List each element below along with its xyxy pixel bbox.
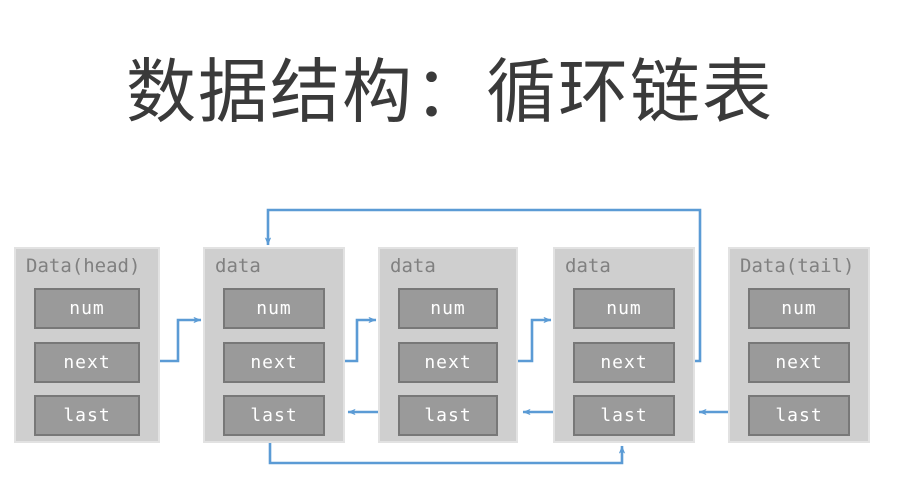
arrow-next-2-to-3: [343, 316, 377, 363]
node-label: data: [565, 255, 611, 277]
arrow-next-head-to-2: [158, 316, 202, 363]
node-field-next[interactable]: next: [398, 342, 498, 383]
node-label: Data(head): [26, 255, 141, 277]
arrow-next-3-to-4: [516, 316, 552, 363]
node-field-last[interactable]: last: [34, 395, 140, 436]
node-field-last[interactable]: last: [748, 395, 850, 436]
arrow-next-4-to-2-loop: [264, 208, 702, 363]
list-node-head[interactable]: Data(head) num next last: [14, 247, 160, 443]
node-label: data: [215, 255, 261, 277]
node-field-num[interactable]: num: [573, 288, 675, 329]
node-field-next[interactable]: next: [223, 342, 325, 383]
node-field-num[interactable]: num: [748, 288, 850, 329]
node-field-num[interactable]: num: [398, 288, 498, 329]
node-field-next[interactable]: next: [34, 342, 140, 383]
list-node-2[interactable]: data num next last: [203, 247, 345, 443]
node-field-next[interactable]: next: [748, 342, 850, 383]
node-field-last[interactable]: last: [573, 395, 675, 436]
list-node-tail[interactable]: Data(tail) num next last: [728, 247, 870, 443]
node-field-next[interactable]: next: [573, 342, 675, 383]
node-label: data: [390, 255, 436, 277]
list-node-3[interactable]: data num next last: [378, 247, 518, 443]
page-title: 数据结构：循环链表: [126, 51, 774, 133]
arrow-last-2-to-4-loop: [268, 430, 626, 465]
node-field-num[interactable]: num: [34, 288, 140, 329]
node-field-num[interactable]: num: [223, 288, 325, 329]
node-field-last[interactable]: last: [223, 395, 325, 436]
node-field-last[interactable]: last: [398, 395, 498, 436]
node-label: Data(tail): [740, 255, 855, 277]
list-node-4[interactable]: data num next last: [553, 247, 695, 443]
